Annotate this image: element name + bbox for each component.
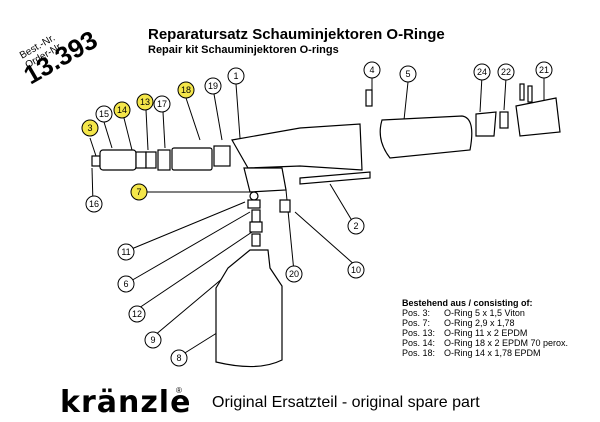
parts-list-row: Pos. 18: O-Ring 14 x 1,78 EPDM [402, 348, 568, 358]
part-22-ring [499, 111, 509, 129]
callout-5: 5 [399, 65, 417, 83]
callout-16: 16 [85, 195, 103, 213]
callout-20: 20 [285, 265, 303, 283]
part-1-main-body [231, 123, 363, 171]
callout-10-label: 10 [351, 265, 361, 275]
parts-list-row: Pos. 13: O-Ring 11 x 2 EPDM [402, 328, 568, 338]
callout-3-label: 3 [87, 123, 92, 133]
callout-4: 4 [363, 61, 381, 79]
callout-3: 3 [81, 119, 99, 137]
parts-list-pos: Pos. 14: [402, 338, 436, 348]
callout-7: 7 [130, 183, 148, 201]
part-18-insert [171, 147, 213, 171]
parts-list-desc: O-Ring 2,9 x 1,78 [444, 318, 515, 328]
callout-8: 8 [170, 349, 188, 367]
callout-21-label: 21 [539, 65, 549, 75]
callout-13-label: 13 [140, 97, 150, 107]
callout-16-label: 16 [89, 199, 99, 209]
part-24-jet [475, 111, 497, 137]
callout-19-label: 19 [208, 81, 218, 91]
part-5-foam-tube [379, 115, 473, 159]
kranzle-logo: kränzle [60, 385, 192, 420]
callout-8-label: 8 [176, 353, 181, 363]
parts-list-pos: Pos. 7: [402, 318, 431, 328]
callout-17: 17 [153, 95, 171, 113]
part-14-ring-seat [135, 151, 147, 169]
parts-list-desc: O-Ring 11 x 2 EPDM [444, 328, 528, 338]
callout-20-label: 20 [289, 269, 299, 279]
part-21-nozzle-tip [515, 97, 561, 137]
page-subtitle: Repair kit Schauminjektoren O-rings [148, 44, 339, 56]
callout-22: 22 [497, 63, 515, 81]
callout-15-label: 15 [99, 109, 109, 119]
part-3-oring-seat [91, 155, 101, 167]
callout-2: 2 [347, 217, 365, 235]
registered-mark: ® [176, 386, 182, 395]
parts-list-row: Pos. 14: O-Ring 18 x 2 EPDM 70 perox. [402, 338, 568, 348]
part-21-pin-a [519, 83, 525, 101]
callout-9: 9 [144, 331, 162, 349]
callout-18-label: 18 [181, 85, 191, 95]
callout-1: 1 [227, 67, 245, 85]
callout-7-label: 7 [136, 187, 141, 197]
part-13-ring-seat [145, 151, 157, 169]
callout-18: 18 [177, 81, 195, 99]
callout-17-label: 17 [157, 99, 167, 109]
parts-list-pos: Pos. 3: [402, 308, 431, 318]
part-9-tube [251, 233, 261, 247]
part-4-pin [365, 89, 373, 107]
callout-12-label: 12 [132, 309, 142, 319]
parts-list-desc: O-Ring 5 x 1,5 Viton [444, 308, 525, 318]
parts-list-desc: O-Ring 18 x 2 EPDM 70 perox. [444, 338, 569, 348]
part-2-screw [299, 171, 371, 185]
callout-19: 19 [204, 77, 222, 95]
part-19-spacer [213, 145, 231, 167]
callout-12: 12 [128, 305, 146, 323]
part-6-fitting [251, 209, 261, 223]
callout-24: 24 [473, 63, 491, 81]
callout-5-label: 5 [405, 69, 410, 79]
parts-list-heading: Bestehend aus / consisting of: [402, 298, 533, 308]
callouts: 15 14 13 17 18 19 1 4 5 24 22 21 3 16 7 … [81, 61, 553, 367]
callout-24-label: 24 [477, 67, 487, 77]
parts-list: Bestehend aus / consisting of: Pos. 3: O-… [402, 298, 568, 358]
part-12-cap [249, 221, 263, 233]
callout-11-label: 11 [121, 247, 130, 257]
part-17-sleeve [157, 149, 171, 171]
callout-6: 6 [117, 275, 135, 293]
parts-list-pos: Pos. 13: [402, 328, 436, 338]
callout-11: 11 [117, 243, 135, 261]
callout-22-label: 22 [501, 67, 511, 77]
part-7-oring [249, 191, 259, 201]
part-15-nozzle-body [99, 149, 137, 171]
callout-10: 10 [347, 261, 365, 279]
part-1-housing-neck [243, 167, 287, 193]
callout-13: 13 [136, 93, 154, 111]
parts-list-desc: O-Ring 14 x 1,78 EPDM [444, 348, 541, 358]
callout-21: 21 [535, 61, 553, 79]
parts-list-row: Pos. 7: O-Ring 2,9 x 1,78 [402, 318, 568, 328]
callout-6-label: 6 [123, 279, 128, 289]
part-10-plug [279, 199, 291, 213]
parts-list-row: Pos. 3: O-Ring 5 x 1,5 Viton [402, 308, 568, 318]
callout-2-label: 2 [353, 221, 358, 231]
callout-4-label: 4 [369, 65, 374, 75]
footer-text: Original Ersatzteil - original spare par… [212, 394, 480, 411]
part-11-nut [247, 199, 261, 209]
part-21-pin-b [527, 85, 533, 103]
parts [91, 83, 561, 368]
callout-1-label: 1 [233, 71, 238, 81]
callout-15: 15 [95, 105, 113, 123]
page-title: Reparatursatz Schauminjektoren O-Ringe [148, 26, 445, 43]
callout-9-label: 9 [150, 335, 155, 345]
callout-14-label: 14 [117, 105, 127, 115]
part-8-container [215, 249, 283, 368]
parts-list-pos: Pos. 18: [402, 348, 436, 358]
callout-14: 14 [113, 101, 131, 119]
